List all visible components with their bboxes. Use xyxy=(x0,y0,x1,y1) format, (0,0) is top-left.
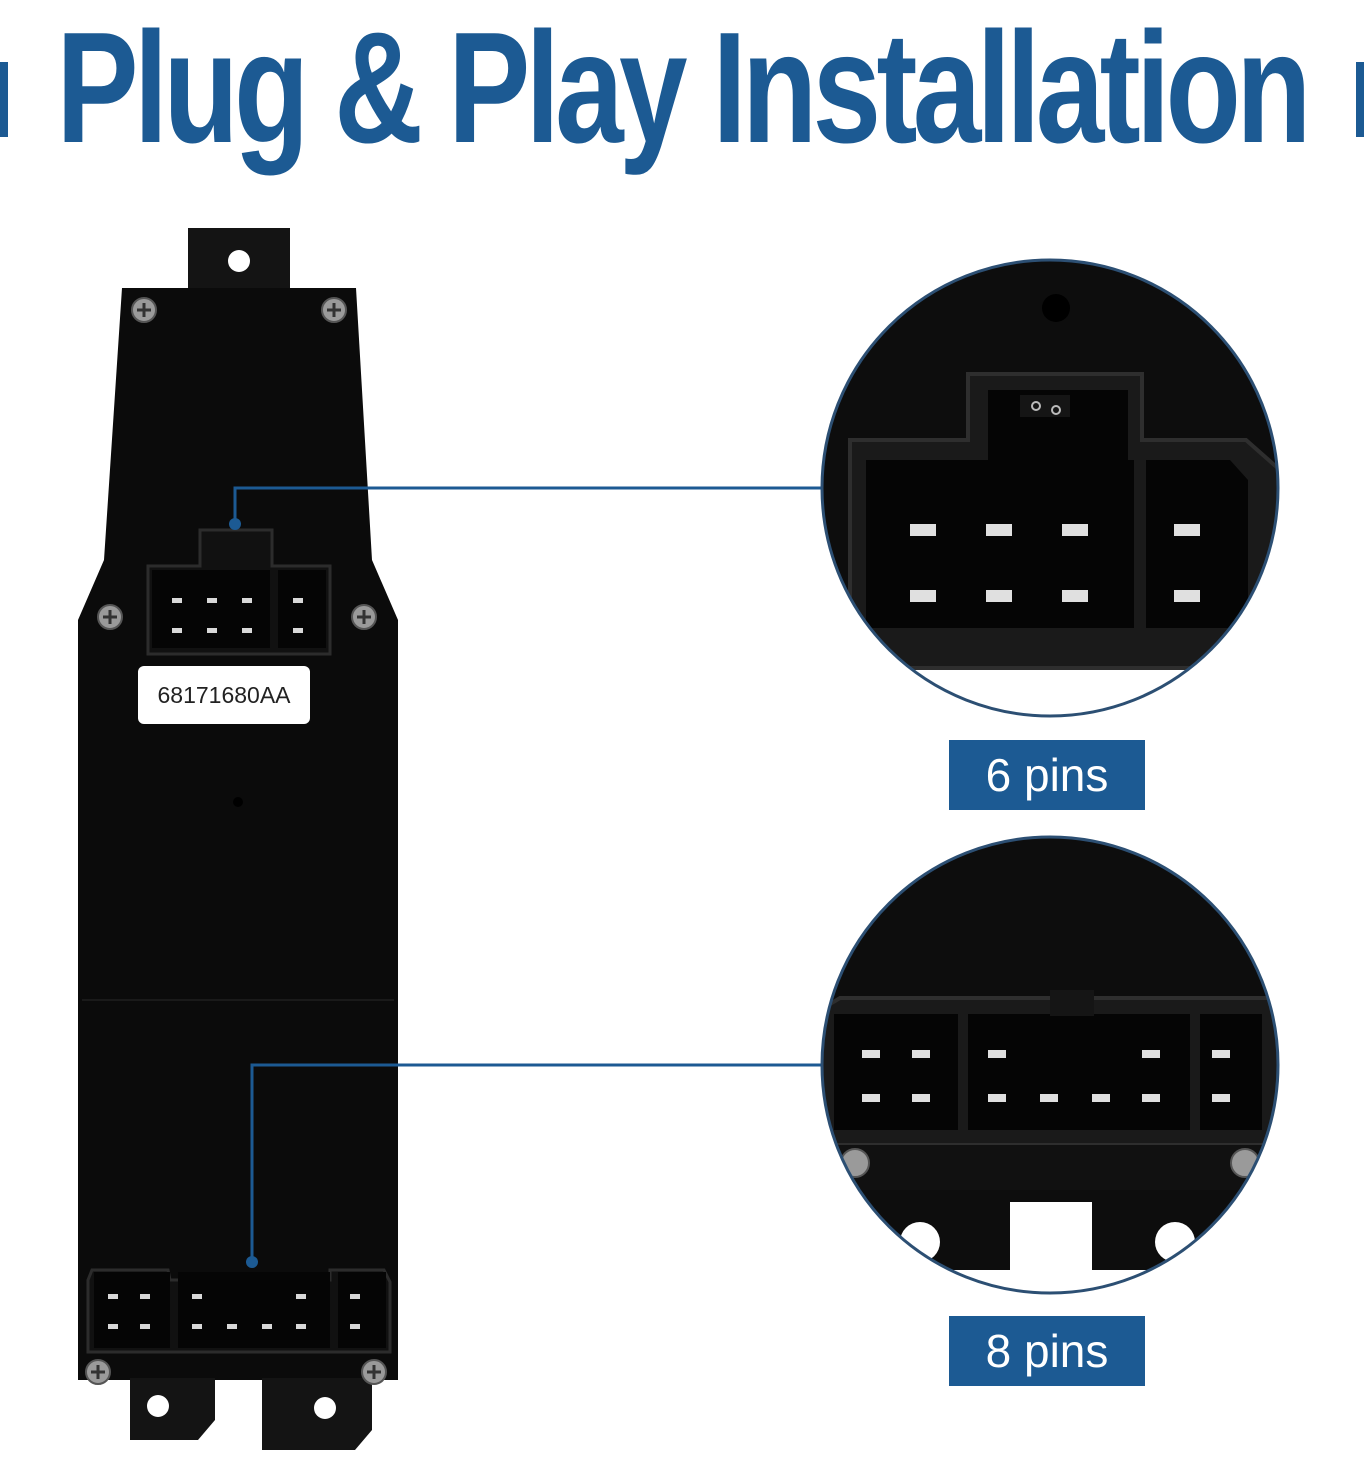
title-right-bar xyxy=(1356,62,1364,137)
title-left-bar xyxy=(0,62,8,137)
leader-line-bottom xyxy=(246,1063,822,1268)
zoom-8-pin-connector xyxy=(820,835,1280,1295)
callout-8-pins: 8 pins xyxy=(949,1316,1145,1386)
page-title: Plug & Play Installation xyxy=(56,0,1312,176)
leader-line-top xyxy=(229,486,822,530)
window-switch-back xyxy=(78,228,398,1450)
page-title-banner: Plug & Play Installation xyxy=(0,0,1364,175)
part-number-label: 68171680AA xyxy=(138,666,310,724)
zoom-6-pin-connector xyxy=(820,258,1280,718)
callout-6-pins: 6 pins xyxy=(949,740,1145,810)
